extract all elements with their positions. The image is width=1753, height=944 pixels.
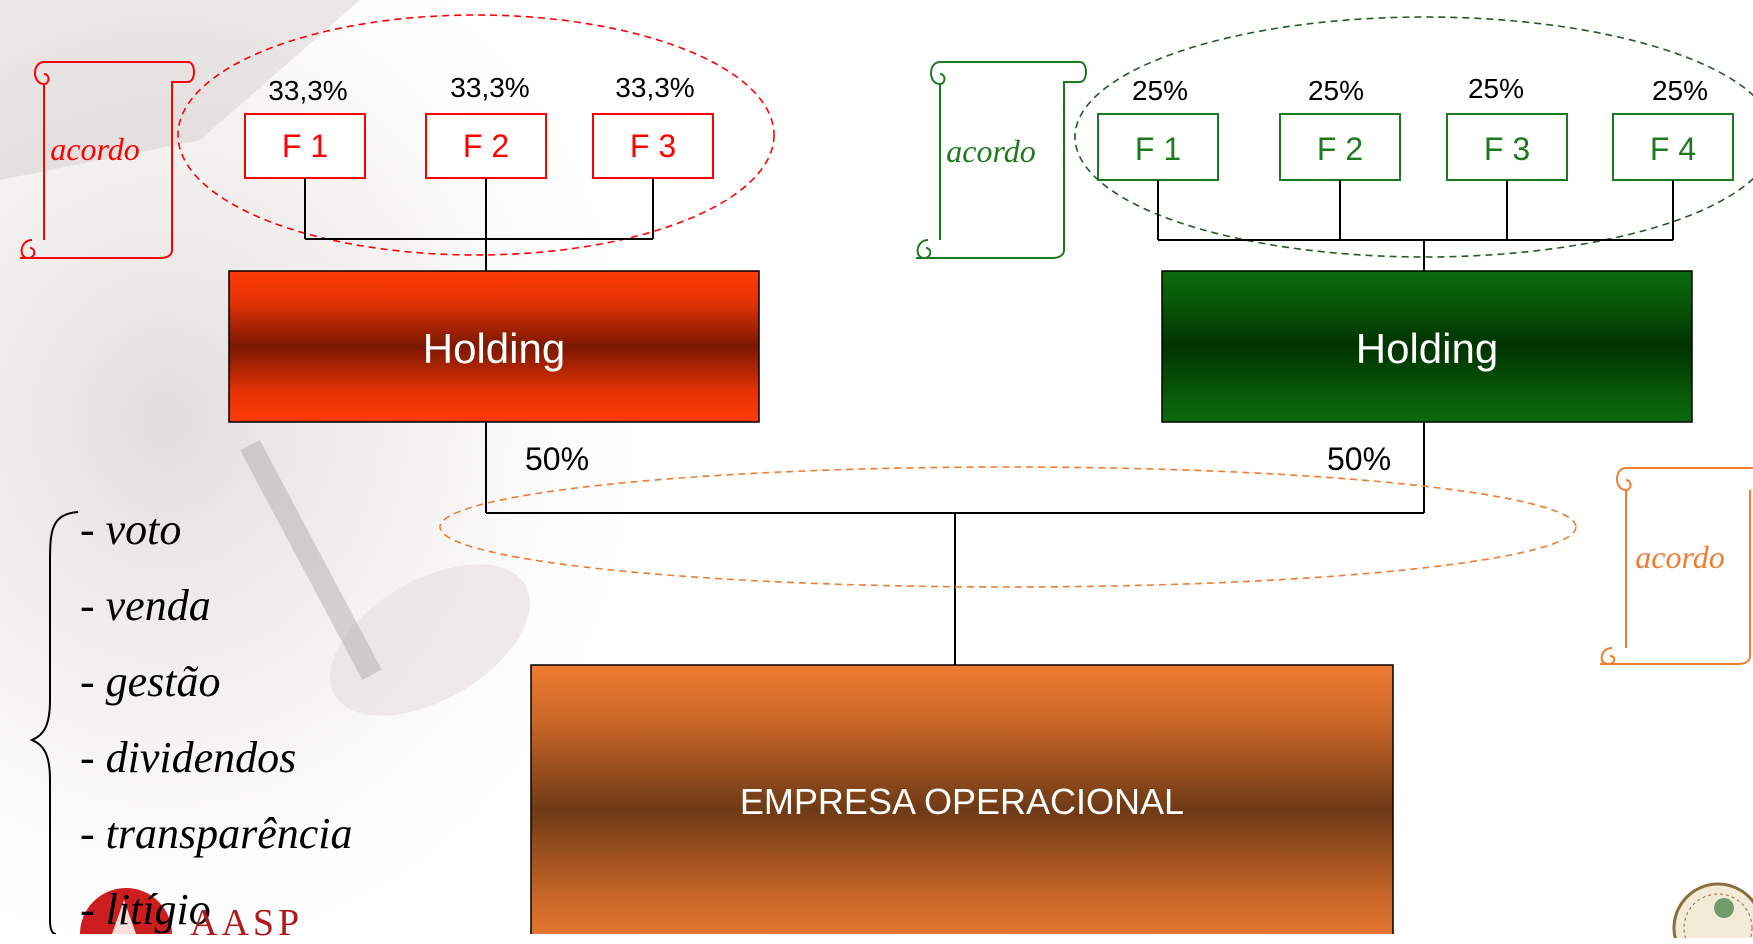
operational-company[interactable]: EMPRESA OPERACIONAL (530, 664, 1394, 934)
left-holding[interactable]: Holding (228, 270, 760, 423)
right-member-f4-label: F 4 (1650, 131, 1696, 167)
right-member-f1[interactable]: 25% F 1 (1097, 75, 1219, 181)
topic-gestao-prefix: - (80, 657, 106, 706)
right-member-f1-label: F 1 (1135, 131, 1181, 167)
topic-litigio: - litígio (80, 888, 211, 932)
operational-acordo-scroll (1600, 467, 1753, 666)
right-holding-label: Holding (1356, 325, 1498, 372)
right-member-f4-box (1612, 113, 1734, 181)
left-member-f3[interactable]: 33,3% F 3 (592, 72, 714, 179)
right-member-f3-share: 25% (1468, 73, 1524, 104)
right-member-f3-box (1446, 113, 1568, 181)
right-acordo-label: acordo (946, 133, 1035, 169)
left-holding-box (228, 270, 760, 423)
right-member-f1-share: 25% (1132, 75, 1188, 106)
topic-transparencia-prefix: - (80, 809, 106, 858)
right-holding-box (1161, 270, 1693, 423)
topic-voto-prefix: - (80, 505, 106, 554)
right-member-f3[interactable]: 25% F 3 (1446, 73, 1568, 181)
left-member-f3-label: F 3 (630, 128, 676, 164)
left-member-f2[interactable]: 33,3% F 2 (425, 72, 547, 179)
topic-venda-text: venda (105, 581, 211, 630)
topic-venda-prefix: - (80, 581, 106, 630)
right-agreement-ellipse (1074, 16, 1753, 258)
operational-agreement-ellipse (439, 466, 1577, 588)
operational-company-label: EMPRESA OPERACIONAL (740, 781, 1184, 822)
right-member-f4[interactable]: 25% F 4 (1612, 75, 1734, 181)
left-agreement-ellipse (177, 14, 775, 256)
topic-voto-text: voto (105, 505, 182, 554)
topic-litigio-text: litígio (105, 885, 211, 934)
right-member-f1-box (1097, 113, 1219, 181)
seal-icon (1672, 882, 1753, 938)
right-acordo-scroll (916, 61, 1087, 260)
right-member-f4-share: 25% (1652, 75, 1708, 106)
left-member-f1-label: F 1 (282, 128, 328, 164)
left-acordo-scroll (20, 61, 195, 260)
right-member-f2[interactable]: 25% F 2 (1279, 75, 1401, 181)
topic-voto: - voto (80, 508, 181, 552)
right-connector-lines (1157, 180, 1674, 271)
right-holding[interactable]: Holding (1161, 270, 1693, 423)
left-connector-lines (304, 178, 654, 271)
topic-gestao: - gestão (80, 660, 221, 704)
right-member-f2-share: 25% (1308, 75, 1364, 106)
topic-venda: - venda (80, 584, 211, 628)
operational-acordo-label: acordo (1635, 539, 1724, 575)
topic-gestao-text: gestão (105, 657, 221, 706)
right-member-f2-label: F 2 (1317, 131, 1363, 167)
left-member-f2-label: F 2 (463, 128, 509, 164)
topic-litigio-prefix: - (80, 885, 106, 934)
aasp-logo: AASP (80, 900, 340, 942)
left-holding-share: 50% (525, 441, 589, 477)
aasp-logo-text: AASP (190, 902, 304, 944)
right-holding-share: 50% (1327, 441, 1391, 477)
topic-transparencia-text: transparência (105, 809, 353, 858)
topic-transparencia: - transparência (80, 812, 353, 856)
left-member-f3-share: 33,3% (615, 72, 694, 103)
operational-company-box (530, 664, 1394, 934)
aasp-logo-mark (80, 888, 172, 934)
right-member-f3-label: F 3 (1484, 131, 1530, 167)
left-acordo-label: acordo (50, 131, 139, 167)
left-holding-label: Holding (423, 325, 565, 372)
topics-brace (29, 511, 79, 934)
left-member-f2-share: 33,3% (450, 72, 529, 103)
left-member-f1[interactable]: 33,3% F 1 (244, 75, 366, 179)
topic-dividendos-text: dividendos (105, 733, 297, 782)
left-member-f1-box (244, 113, 366, 179)
topic-dividendos-prefix: - (80, 733, 106, 782)
topic-dividendos: - dividendos (80, 736, 296, 780)
left-member-f1-share: 33,3% (268, 75, 347, 106)
holding-connector-lines (485, 422, 1425, 665)
